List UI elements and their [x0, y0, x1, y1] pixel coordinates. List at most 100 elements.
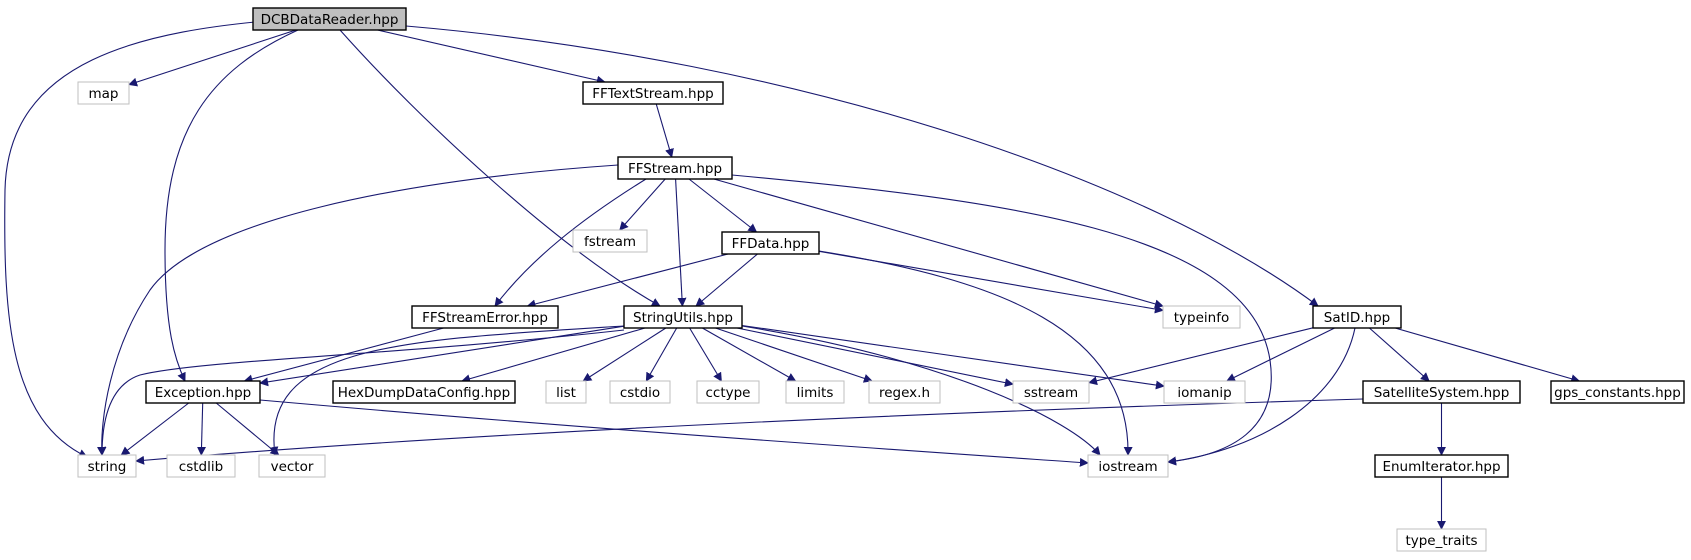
node-label-typeinfo: typeinfo — [1174, 310, 1229, 326]
node-box-sstream — [1012, 380, 1090, 404]
node-box-regex — [868, 380, 941, 404]
edge-dcb-to-map — [128, 29, 297, 87]
node-label-su: StringUtils.hpp — [633, 310, 733, 326]
node-cstdlib: cstdlib — [166, 454, 236, 478]
node-label-regex: regex.h — [879, 385, 930, 401]
node-fftext[interactable]: FFTextStream.hpp — [582, 81, 724, 105]
node-box-map — [77, 81, 130, 105]
edge-satid-to-iostream — [1167, 327, 1356, 466]
edge-ffdata-to-su — [695, 253, 758, 307]
node-box-limits — [785, 380, 845, 404]
node-label-typetraits: type_traits — [1405, 533, 1477, 549]
node-ffse[interactable]: FFStreamError.hpp — [411, 305, 559, 329]
edge-su-to-cstdio — [645, 327, 678, 382]
node-label-string: string — [88, 459, 127, 475]
edge-dcb-to-su — [339, 29, 661, 307]
edge-su-to-limits — [702, 327, 797, 382]
node-box-typeinfo — [1162, 305, 1241, 329]
edge-su-to-exc — [259, 325, 625, 387]
node-box-list — [545, 380, 587, 404]
node-label-gps: gps_constants.hpp — [1554, 385, 1681, 401]
node-cctype: cctype — [696, 380, 760, 404]
node-box-fstream — [572, 229, 648, 253]
edge-su-to-vector — [269, 325, 625, 456]
edge-exc-to-vector — [215, 402, 280, 456]
edge-satid-to-iomanip — [1226, 327, 1335, 382]
node-iostream: iostream — [1087, 454, 1169, 478]
node-box-satid — [1312, 305, 1402, 329]
edge-ffstream-to-fstream — [619, 178, 666, 231]
node-box-gps — [1550, 380, 1685, 404]
node-regex: regex.h — [868, 380, 941, 404]
node-map: map — [77, 81, 130, 105]
node-typeinfo: typeinfo — [1162, 305, 1241, 329]
edge-fftext-to-ffstream — [655, 103, 674, 158]
node-label-satsys: SatelliteSystem.hpp — [1374, 385, 1510, 401]
edge-ffstream-to-typeinfo — [713, 178, 1164, 309]
edge-ffdata-to-ffse — [526, 253, 729, 309]
node-satsys[interactable]: SatelliteSystem.hpp — [1362, 380, 1521, 404]
node-su[interactable]: StringUtils.hpp — [623, 305, 743, 329]
edge-su-to-iostream — [741, 325, 1101, 456]
node-dcb[interactable]: DCBDataReader.hpp — [252, 7, 407, 31]
node-iomanip: iomanip — [1163, 380, 1246, 404]
edge-exc-to-cstdlib — [197, 402, 207, 456]
node-vector: vector — [258, 454, 326, 478]
node-box-vector — [258, 454, 326, 478]
node-label-list: list — [556, 385, 576, 401]
node-hex[interactable]: HexDumpDataConfig.hpp — [332, 380, 516, 404]
node-box-satsys — [1362, 380, 1521, 404]
edge-satid-to-sstream — [1088, 327, 1314, 386]
node-exc[interactable]: Exception.hpp — [145, 380, 261, 404]
node-string: string — [77, 454, 137, 478]
node-box-typetraits — [1396, 528, 1487, 552]
edge-exc-to-iostream — [259, 399, 1089, 467]
edge-ffstream-to-ffdata — [688, 178, 758, 233]
node-satid[interactable]: SatID.hpp — [1312, 305, 1402, 329]
edge-ffstream-to-string — [97, 164, 619, 456]
node-sstream: sstream — [1012, 380, 1090, 404]
node-label-iomanip: iomanip — [1177, 385, 1231, 401]
node-limits: limits — [785, 380, 845, 404]
node-label-dcb: DCBDataReader.hpp — [261, 12, 399, 28]
node-label-fftext: FFTextStream.hpp — [592, 86, 713, 102]
node-list: list — [545, 380, 587, 404]
node-label-cctype: cctype — [705, 385, 750, 401]
node-box-cstdlib — [166, 454, 236, 478]
node-typetraits: type_traits — [1396, 528, 1487, 552]
node-label-map: map — [89, 86, 119, 102]
edge-ffstream-to-su — [675, 178, 687, 307]
node-box-string — [77, 454, 137, 478]
node-box-exc — [145, 380, 261, 404]
edge-dcb-to-fftext — [377, 29, 606, 85]
edge-ffstream-to-ffse — [494, 178, 647, 307]
edge-dcb-to-string — [4, 18, 291, 458]
node-label-ffstream: FFStream.hpp — [628, 161, 722, 177]
edge-su-to-list — [582, 327, 667, 382]
edge-ffstream-to-iostream — [731, 174, 1272, 466]
node-box-enumit — [1374, 454, 1509, 478]
node-label-fstream: fstream — [584, 234, 636, 250]
node-box-su — [623, 305, 743, 329]
node-label-limits: limits — [797, 385, 834, 401]
node-box-hex — [332, 380, 516, 404]
node-box-ffdata — [721, 231, 820, 255]
node-label-satid: SatID.hpp — [1324, 310, 1391, 326]
node-box-cstdio — [609, 380, 671, 404]
edge-satsys-to-string — [135, 398, 1364, 465]
node-label-iostream: iostream — [1098, 459, 1157, 475]
edge-ffdata-to-iostream — [818, 250, 1133, 456]
node-gps[interactable]: gps_constants.hpp — [1550, 380, 1685, 404]
node-ffdata[interactable]: FFData.hpp — [721, 231, 820, 255]
node-box-ffse — [411, 305, 559, 329]
node-ffstream[interactable]: FFStream.hpp — [617, 156, 733, 180]
edge-su-to-sstream — [736, 327, 1014, 388]
edge-exc-to-string — [120, 402, 190, 456]
node-fstream: fstream — [572, 229, 648, 253]
node-label-cstdlib: cstdlib — [179, 459, 223, 475]
node-box-iomanip — [1163, 380, 1246, 404]
node-label-ffdata: FFData.hpp — [732, 236, 810, 252]
node-enumit[interactable]: EnumIterator.hpp — [1374, 454, 1509, 478]
edge-su-to-regex — [715, 327, 873, 383]
edge-satid-to-satsys — [1369, 327, 1430, 382]
